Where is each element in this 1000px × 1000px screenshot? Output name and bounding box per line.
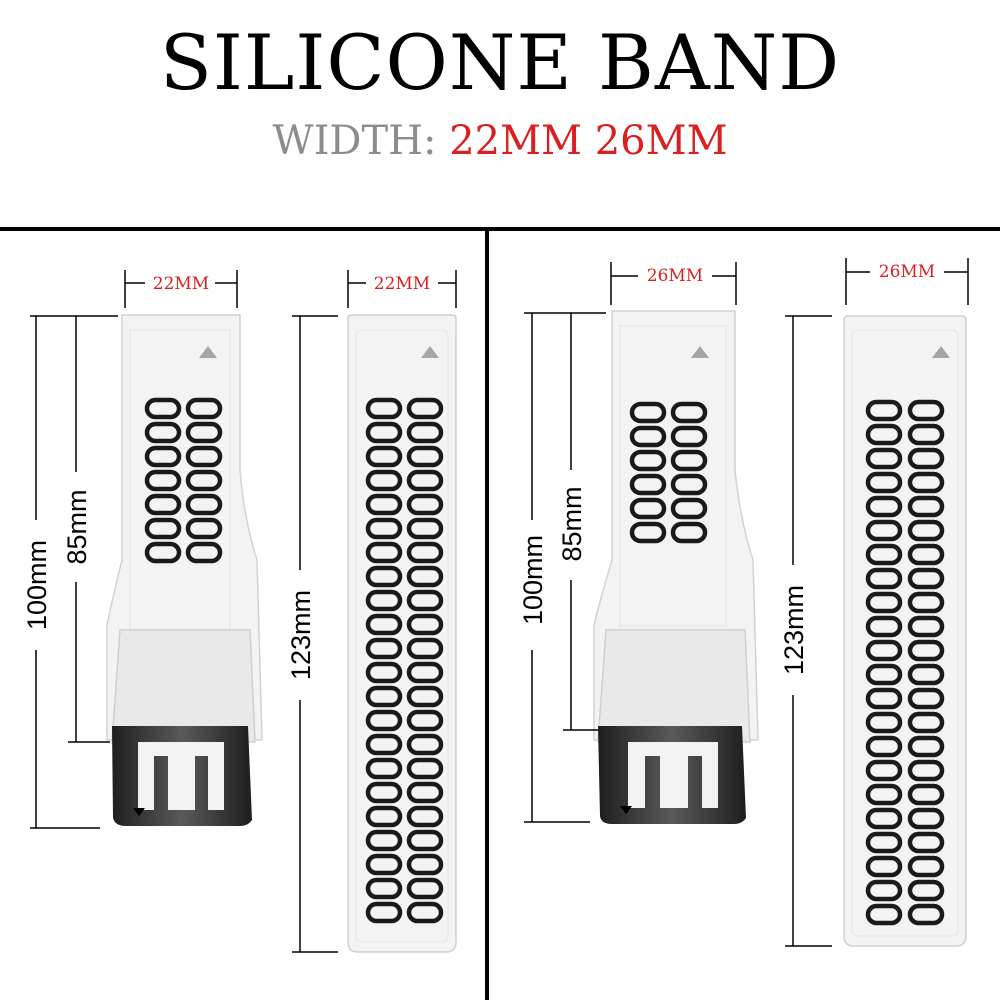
left-panel: 22MM 100mm 85mm [22,270,457,953]
short-strap-width-dimension: 22MM [124,270,238,308]
inner-length-dimension: 85mm [557,313,598,731]
arrow-icon [691,346,709,358]
long-strap [843,315,967,947]
inner-length-dimension: 85mm [62,316,110,743]
inner-length-label: 85mm [557,486,587,561]
arrow-icon [421,346,439,358]
long-strap-width-dimension: 22MM [347,270,457,308]
buckle-icon [112,726,252,826]
short-strap-width-label: 26MM [647,266,703,286]
total-length-label: 100mm [22,540,52,630]
total-length-dimension: 100mm [22,315,118,829]
total-length-label: 100mm [518,535,548,625]
long-strap-width-label: 22MM [374,274,430,294]
long-strap-width-label: 26MM [879,262,935,282]
page-title: SILICONE BAND [159,18,841,107]
long-strap [347,314,457,953]
short-strap [593,310,759,824]
hole-grid [144,397,223,564]
hole-grid [865,399,945,926]
long-strap-length-label: 123mm [286,590,316,680]
long-strap-width-dimension: 26MM [845,258,969,305]
short-strap-width-dimension: 26MM [610,262,737,305]
inner-length-label: 85mm [62,489,92,564]
short-strap-width-label: 22MM [153,274,209,294]
short-strap [106,314,263,826]
width-label: WIDTH: [272,118,437,164]
arrow-icon [932,346,950,358]
hole-grid [629,401,708,544]
hole-grid [365,397,444,924]
long-strap-length-label: 123mm [779,585,809,675]
width-subtitle: WIDTH: 22MM 26MM [0,118,1000,164]
buckle-icon [598,726,746,824]
width-values: 22MM 26MM [449,118,728,164]
right-panel: 26MM 100mm 85mm [518,258,969,947]
long-strap-length-dimension: 123mm [286,315,338,953]
arrow-icon [199,346,217,358]
long-strap-length-dimension: 123mm [779,315,832,947]
total-length-dimension: 100mm [518,312,606,823]
